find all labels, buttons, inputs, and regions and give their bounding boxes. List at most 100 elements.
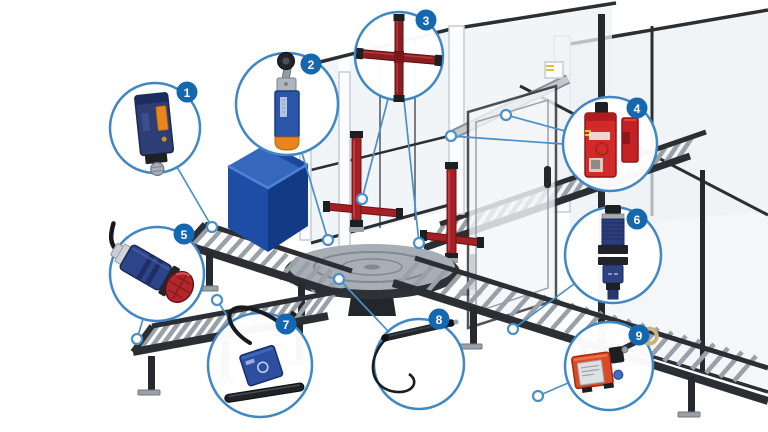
badge-circle[interactable] <box>173 223 195 245</box>
curtain-cap <box>396 208 403 219</box>
badge-circle[interactable] <box>415 9 437 31</box>
fence-mid-rail <box>310 134 450 172</box>
curtain-cap <box>477 237 484 248</box>
curtain-cap <box>350 131 363 138</box>
callout-1[interactable] <box>108 81 202 177</box>
callout-9[interactable] <box>563 320 663 412</box>
anchor-point <box>531 389 545 403</box>
curtain-cap <box>350 220 363 227</box>
callout-8[interactable] <box>371 317 466 411</box>
anchor-point <box>412 236 426 250</box>
conveyor-foot <box>137 389 161 396</box>
badge-number: 3 <box>423 14 430 28</box>
leader-line-6 <box>512 283 575 330</box>
badge-number: 1 <box>184 86 191 100</box>
curtain-cap <box>445 253 458 260</box>
photoelectric-sensor-icon <box>134 92 175 177</box>
safety-interlock-switch-icon <box>584 102 639 178</box>
leader-line-3a <box>361 98 389 200</box>
leader-line-4b <box>450 135 564 145</box>
conveyor-foot <box>677 411 701 418</box>
leader-line-1 <box>176 166 213 228</box>
conveyor-leg <box>470 306 477 346</box>
anchor-point <box>321 233 335 247</box>
sliding-door-assembly <box>447 61 571 330</box>
conveyor-leg <box>148 356 155 392</box>
flat-proximity-sensor-icon <box>224 305 305 403</box>
callout-7[interactable] <box>206 305 314 419</box>
anchor-point <box>332 272 346 286</box>
fence-post-white <box>338 71 351 249</box>
rollers <box>189 224 344 297</box>
badge-1[interactable]: 1 <box>176 81 198 103</box>
leader-line-8 <box>338 278 389 332</box>
box-right-face <box>268 164 308 252</box>
badge-circle[interactable] <box>176 81 198 103</box>
light-curtain-cross-icon <box>355 14 443 102</box>
fence-top-rail <box>457 1 617 30</box>
badge-circle[interactable] <box>626 208 648 230</box>
callout-5[interactable] <box>94 221 206 323</box>
anchor-point <box>499 108 513 122</box>
door-handle[interactable] <box>544 166 551 188</box>
conveyor-rail <box>414 255 768 371</box>
anchor-point <box>444 129 458 143</box>
badge-number: 8 <box>436 313 443 327</box>
callout-3[interactable] <box>353 10 445 102</box>
fence-post <box>700 170 705 372</box>
curtain-base <box>349 227 364 232</box>
badge-number: 6 <box>634 213 641 227</box>
anchor-point <box>355 192 369 206</box>
conveyor-leg <box>206 252 213 288</box>
badge-number: 2 <box>308 58 315 72</box>
badge-number: 5 <box>181 228 188 242</box>
leader-line-4a <box>505 114 566 132</box>
turntable-center <box>364 264 380 270</box>
badge-6[interactable]: 6 <box>626 208 648 230</box>
anchor-points <box>130 108 545 403</box>
badge-circle[interactable] <box>275 313 297 335</box>
badge-number: 9 <box>636 329 643 343</box>
badge-7[interactable]: 7 <box>275 313 297 335</box>
badge-circle[interactable] <box>300 53 322 75</box>
conveyor-rail <box>204 221 353 274</box>
badge-number: 7 <box>283 318 290 332</box>
badge-8[interactable]: 8 <box>428 308 450 330</box>
roller-lever-limit-switch-icon <box>274 52 300 151</box>
badge-number: 4 <box>634 102 641 116</box>
cylindrical-photoelectric-sensor-icon <box>108 221 195 304</box>
fence-bottom-rail <box>310 203 450 245</box>
callout-6[interactable] <box>563 205 663 305</box>
box-rim-highlight <box>227 162 309 190</box>
anchor-point <box>205 220 219 234</box>
badge-circle[interactable] <box>628 324 650 346</box>
inductive-proximity-sensor-icon <box>598 205 628 300</box>
conveyor-foot <box>459 343 483 350</box>
anchor-point <box>130 332 144 346</box>
leader-line-2 <box>301 152 329 241</box>
box-left-face <box>228 166 268 252</box>
badge-2[interactable]: 2 <box>300 53 322 75</box>
turntable <box>284 244 460 316</box>
badge-9[interactable]: 9 <box>628 324 650 346</box>
curtain-cap <box>323 201 330 212</box>
conveyor-leg <box>688 376 695 414</box>
badge-3[interactable]: 3 <box>415 9 437 31</box>
badge-circle[interactable] <box>428 308 450 330</box>
badge-circle[interactable] <box>626 97 648 119</box>
curtain-cap <box>445 162 458 169</box>
door-bracket-marks <box>546 65 554 71</box>
callout-2[interactable] <box>234 51 340 157</box>
light-curtain-left <box>323 131 403 232</box>
badge-4[interactable]: 4 <box>626 97 648 119</box>
curtain-cap <box>420 230 427 241</box>
rope-pull-emergency-switch-icon <box>571 326 659 393</box>
badge-5[interactable]: 5 <box>173 223 195 245</box>
anchor-point <box>210 293 224 307</box>
door-inner-frame <box>475 98 549 314</box>
callout-badges: 1 2 3 4 5 6 7 8 <box>173 9 650 346</box>
callout-4[interactable] <box>561 95 659 193</box>
anchor-point <box>506 322 520 336</box>
